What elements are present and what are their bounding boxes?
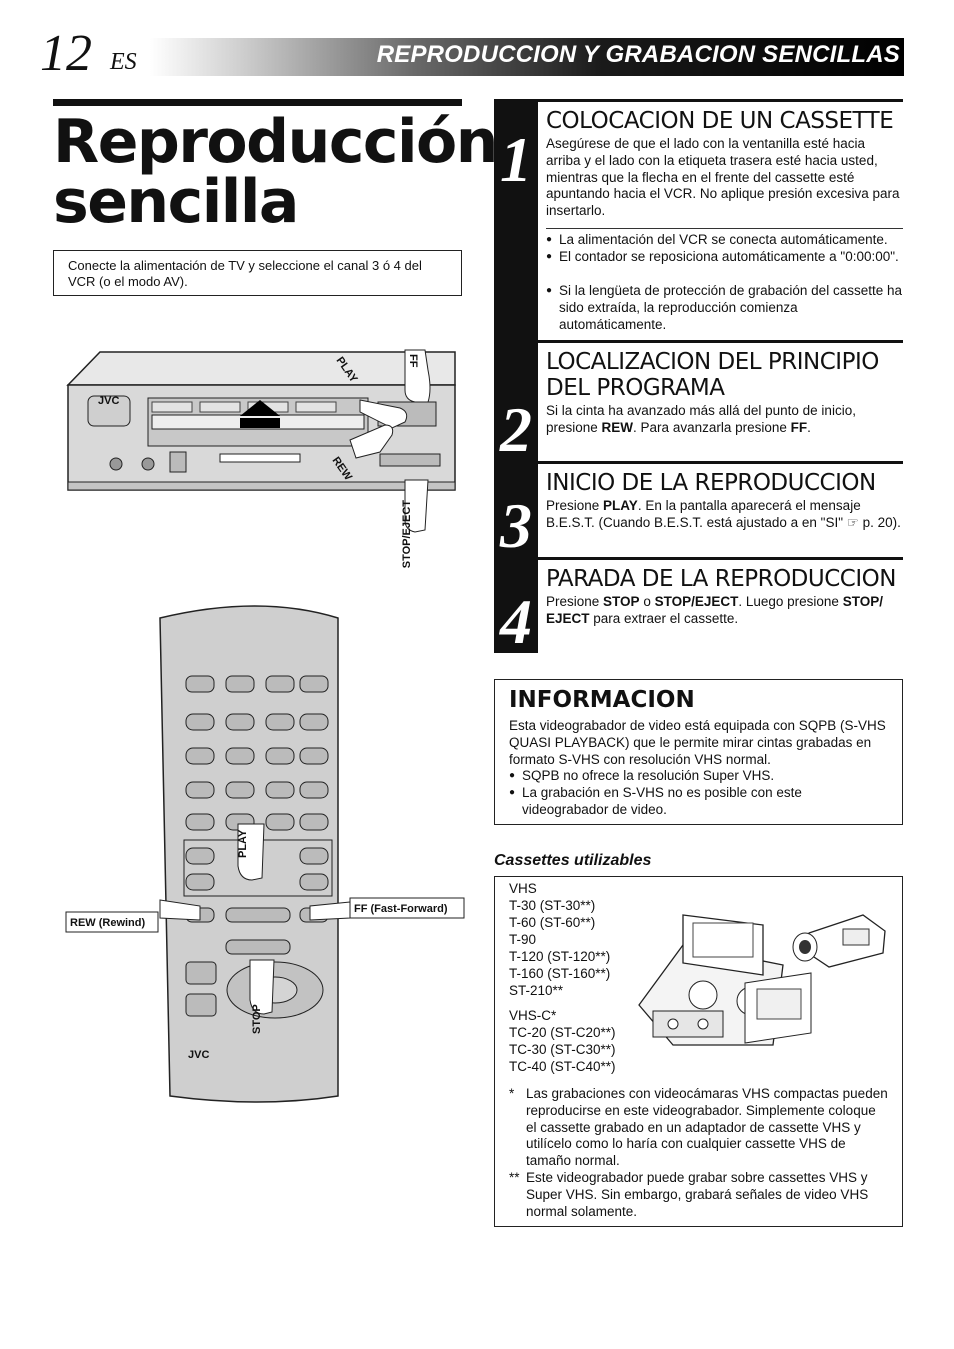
footnote: ** Este videograbador puede grabar sobre… <box>509 1170 889 1220</box>
page-title: Reproducción sencilla <box>53 107 498 237</box>
cassettes-box: VHS T-30 (ST-30**) T-60 (ST-60**) T-90 T… <box>494 876 903 1227</box>
remote-rew-label: REW (Rewind) <box>70 917 145 929</box>
steps-bar <box>494 99 538 653</box>
intro-note: Conecte la alimentación de TV y seleccio… <box>53 250 462 296</box>
step-heading: COLOCACION DE UN CASSETTE <box>546 108 894 134</box>
step-text: Asegúrese de que el lado con la ventanil… <box>546 136 900 219</box>
step-number-1: 1 <box>500 124 532 195</box>
footnote-text: Las grabaciones con videocámaras VHS com… <box>526 1086 888 1169</box>
cassette-item: ST-210** <box>509 983 564 998</box>
footnote-mark: ** <box>509 1170 520 1185</box>
reference-icon: ☞ <box>846 514 859 530</box>
section-header-bar: REPRODUCCION Y GRABACION SENCILLAS <box>150 38 904 76</box>
cassette-item: TC-20 (ST-C20**) <box>509 1025 616 1040</box>
vcr-stop-eject-label: STOP/EJECT <box>401 500 413 569</box>
step-text: Presione PLAY. En la pantalla aparecerá … <box>546 498 901 530</box>
vcr-ff-label: FF <box>407 354 419 368</box>
footnote: * Las grabaciones con videocámaras VHS c… <box>509 1086 889 1170</box>
page-title-line2: sencilla <box>53 167 299 237</box>
language-code: ES <box>110 49 137 75</box>
bullet-item: Si la lengüeta de protección de grabació… <box>546 283 903 333</box>
page-title-line1: Reproducción <box>53 107 498 177</box>
remote-ff-label: FF (Fast-Forward) <box>354 903 448 915</box>
info-title: INFORMACION <box>509 687 695 713</box>
cassette-type: VHS <box>509 881 537 896</box>
cassette-item: T-120 (ST-120**) <box>509 949 611 964</box>
cassette-item: T-60 (ST-60**) <box>509 915 596 930</box>
page-number: 12 <box>40 25 92 82</box>
remote-stop-label: STOP <box>251 1004 263 1034</box>
section-title: REPRODUCCION Y GRABACION SENCILLAS <box>376 41 900 68</box>
cassette-adapter-illustration <box>638 914 886 1046</box>
step-heading: INICIO DE LA REPRODUCCION <box>546 470 876 496</box>
step-rule <box>538 340 903 343</box>
info-box: INFORMACION Esta videograbador de video … <box>494 679 903 825</box>
step-rule <box>538 557 903 560</box>
vcr-brand: JVC <box>98 395 119 407</box>
cassette-item: TC-30 (ST-C30**) <box>509 1042 616 1057</box>
remote-brand: JVC <box>188 1049 209 1061</box>
step-heading: LOCALIZACION DEL PRINCIPIO DEL PROGRAMA <box>546 349 879 401</box>
step-text: Si la cinta ha avanzado más allá del pun… <box>546 403 856 435</box>
cassette-item: TC-40 (ST-C40**) <box>509 1059 616 1074</box>
step-heading: PARADA DE LA REPRODUCCION <box>546 566 896 592</box>
bullet-item: El contador se reposiciona automáticamen… <box>546 249 903 266</box>
step-number-3: 3 <box>500 490 532 561</box>
step-number-4: 4 <box>500 586 532 657</box>
cassette-type: VHS-C* <box>509 1008 557 1023</box>
remote-play-label: PLAY <box>237 829 249 858</box>
footnote-text: Este videograbador puede grabar sobre ca… <box>526 1170 869 1219</box>
remote-illustration: JVC PLAY REW (Rewind) FF (Fast-Forward) … <box>65 605 465 1103</box>
cassettes-title: Cassettes utilizables <box>494 852 652 869</box>
divider <box>546 228 903 229</box>
vcr-illustration: JVC FF PLAY REW STOP/EJECT <box>66 349 456 569</box>
cassette-item: T-160 (ST-160**) <box>509 966 611 981</box>
step-number-2: 2 <box>500 394 532 465</box>
info-text: Esta videograbador de video está equipad… <box>509 718 886 767</box>
bullet-item: SQPB no ofrece la resolución Super VHS. <box>509 768 888 785</box>
cassette-item: T-90 <box>509 932 537 947</box>
bullet-item: La alimentación del VCR se conecta autom… <box>546 232 903 249</box>
bullet-item: La grabación en S-VHS no es posible con … <box>509 785 888 819</box>
step-rule <box>538 461 903 464</box>
cassette-item: T-30 (ST-30**) <box>509 898 596 913</box>
step-rule <box>538 99 903 102</box>
footnote-mark: * <box>509 1086 515 1101</box>
step-text: Presione STOP o STOP/EJECT. Luego presio… <box>546 594 883 626</box>
title-rule <box>53 99 462 106</box>
